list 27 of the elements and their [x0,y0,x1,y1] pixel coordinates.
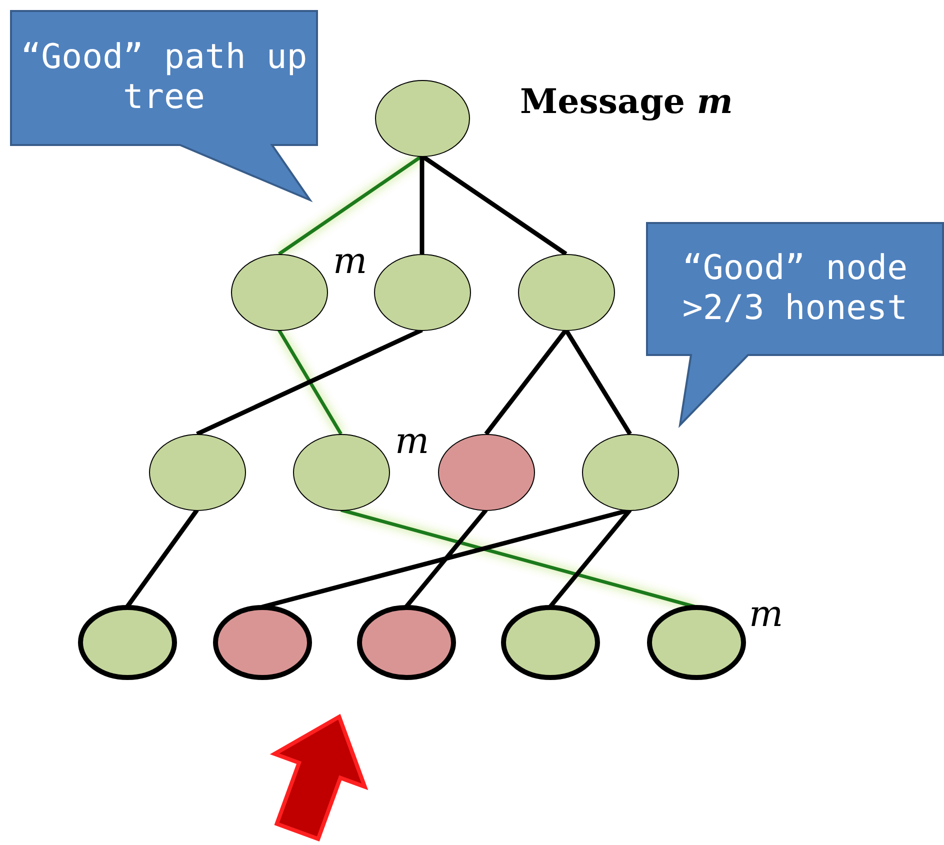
callout-text: “Good” path up tree [20,36,308,118]
tree-node [212,604,312,680]
tree-edge [564,328,632,436]
tree-node [230,254,328,330]
tree-edge [420,156,424,254]
message-label: m [333,244,368,280]
tree-edge [196,328,423,436]
message-label: m [749,597,784,633]
tree-node [148,434,246,510]
tree-node [374,80,470,156]
tree-node [518,254,614,330]
tree-node [292,434,390,510]
message-label: Message m [520,82,733,122]
message-label: m [395,424,430,460]
callout-box [646,222,944,427]
tree-node [356,604,456,680]
tree-node [500,604,600,680]
tree-edge [278,329,342,435]
tree-node [646,604,746,680]
tree-edge [484,328,568,436]
tree-node [374,254,470,330]
tree-node [582,434,678,510]
tree-node [438,434,534,510]
tree-edge [278,154,423,256]
callout-box [10,10,318,200]
tree-node [78,604,176,680]
callout-text: “Good” node >2/3 honest [681,247,909,330]
